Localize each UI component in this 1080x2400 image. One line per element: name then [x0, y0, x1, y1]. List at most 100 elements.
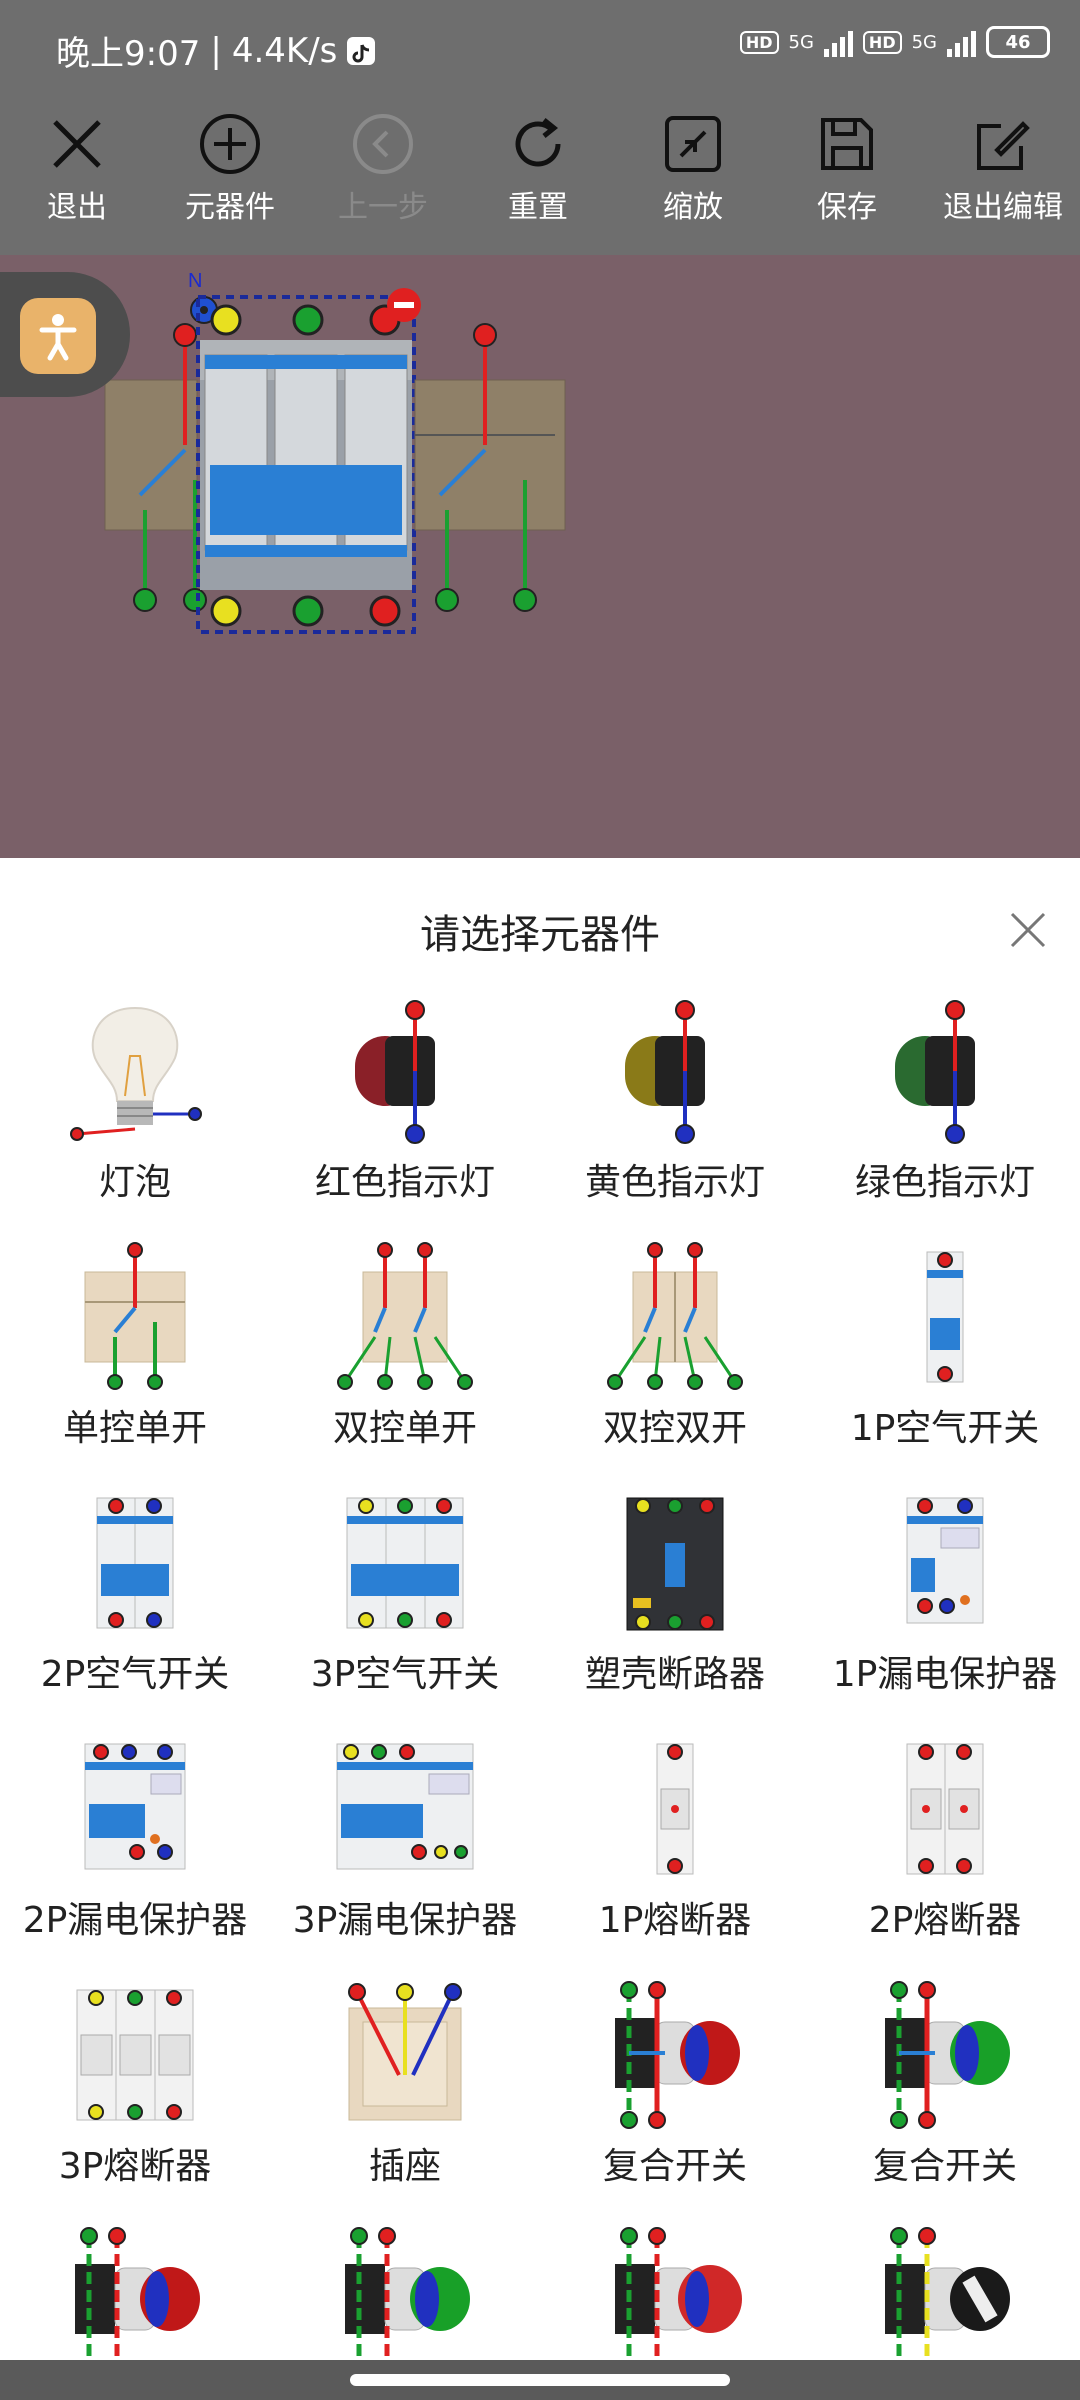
exit-button[interactable]: 退出 — [2, 112, 152, 226]
component-item-mccb[interactable]: 塑壳断路器 — [540, 1488, 810, 1734]
circuit-drawing: L N — [70, 270, 566, 634]
hd-badge-2: HD — [862, 30, 902, 54]
fuse-2p-icon — [906, 1743, 984, 1875]
save-icon — [821, 118, 873, 170]
component-item-rcd-1p[interactable]: 1P漏电保护器 — [810, 1488, 1080, 1734]
component-name: 单控单开 — [62, 1408, 207, 1449]
yellow-indicator-icon — [625, 1000, 705, 1144]
accessibility-float[interactable] — [0, 272, 130, 397]
refresh-icon — [515, 118, 561, 167]
component-item-rcd-3p[interactable]: 3P漏电保护器 — [270, 1734, 540, 1980]
bulb-icon — [70, 1006, 202, 1141]
emergency-stop-icon — [615, 2227, 742, 2356]
component-item-compound-switch-red[interactable]: 复合开关 — [540, 1980, 810, 2226]
back-circle-icon — [353, 114, 413, 174]
component-item-compound-switch-green[interactable]: 复合开关 — [810, 1980, 1080, 2226]
component-item-fuse-3p[interactable]: 3P熔断器 — [0, 1980, 270, 2226]
component-item-socket[interactable]: 插座 — [270, 1980, 540, 2226]
component-item-two-way-double[interactable]: 双控双开 — [540, 1242, 810, 1488]
mccb-icon — [626, 1497, 724, 1631]
component-item-bulb[interactable]: 灯泡 — [0, 996, 270, 1242]
component-name: 红色指示灯 — [314, 1162, 495, 1203]
exit-edit-label: 退出编辑 — [943, 190, 1063, 225]
single-switch-icon — [84, 1242, 186, 1390]
toolbar: 退出 元器件 上一步 重置 缩放 保存 退出编辑 — [0, 100, 1080, 255]
accessibility-icon[interactable] — [20, 298, 96, 374]
status-speed: 4.4K/s — [231, 30, 338, 71]
component-item-green-indicator[interactable]: 绿色指示灯 — [810, 996, 1080, 1242]
component-item-partial-1[interactable] — [0, 2226, 270, 2356]
component-item-partial-3[interactable] — [540, 2226, 810, 2356]
socket-icon — [348, 1983, 462, 2121]
component-item-partial-4[interactable] — [810, 2226, 1080, 2356]
selected-3p-breaker[interactable] — [196, 288, 421, 634]
battery-icon: 46 — [986, 26, 1050, 58]
reset-button[interactable]: 重置 — [463, 112, 613, 226]
exit-edit-button[interactable]: 退出编辑 — [928, 112, 1078, 226]
component-name: 灯泡 — [98, 1162, 171, 1203]
status-bar: 晚上9:07 | 4.4K/s HD 5G HD 5G 46 — [0, 0, 1080, 100]
signal-icon-2 — [947, 27, 976, 57]
component-item-breaker-2p[interactable]: 2P空气开关 — [0, 1488, 270, 1734]
component-name: 3P空气开关 — [310, 1654, 500, 1695]
edit-icon — [977, 121, 1030, 170]
zoom-button[interactable]: 缩放 — [618, 112, 768, 226]
circuit-canvas[interactable]: L N — [0, 255, 1080, 858]
component-name: 1P熔断器 — [598, 1900, 752, 1941]
pushbutton-red-icon — [75, 2227, 200, 2356]
component-name: 3P漏电保护器 — [292, 1900, 518, 1941]
close-icon[interactable] — [1006, 908, 1050, 952]
red-indicator-icon — [355, 1000, 435, 1144]
component-name: 2P熔断器 — [868, 1900, 1022, 1941]
fuse-3p-icon — [76, 1989, 194, 2121]
component-item-partial-2[interactable] — [270, 2226, 540, 2356]
component-name: 1P漏电保护器 — [832, 1654, 1058, 1695]
component-item-single-switch[interactable]: 单控单开 — [0, 1242, 270, 1488]
undo-label: 上一步 — [338, 190, 428, 225]
component-name: 黄色指示灯 — [584, 1162, 765, 1203]
component-item-breaker-3p[interactable]: 3P空气开关 — [270, 1488, 540, 1734]
network-type-2: 5G — [911, 31, 937, 53]
pushbutton-green-icon — [345, 2227, 470, 2356]
components-button[interactable]: 元器件 — [155, 112, 305, 226]
status-separator: | — [210, 30, 222, 71]
breaker-2p-icon — [96, 1497, 174, 1629]
status-left: 晚上9:07 | 4.4K/s — [56, 26, 376, 75]
right-switch[interactable] — [414, 323, 566, 612]
zoom-icon — [665, 116, 721, 172]
fuse-1p-icon — [656, 1743, 694, 1875]
component-name: 双控双开 — [602, 1408, 747, 1449]
component-item-two-way-single[interactable]: 双控单开 — [270, 1242, 540, 1488]
rcd-1p-icon — [906, 1497, 984, 1624]
hd-badge-1: HD — [739, 30, 779, 54]
status-right: HD 5G HD 5G 46 — [739, 26, 1050, 58]
network-type-1: 5G — [788, 31, 814, 53]
compound-switch-red-icon — [615, 1981, 740, 2129]
component-item-fuse-1p[interactable]: 1P熔断器 — [540, 1734, 810, 1980]
component-name: 1P空气开关 — [850, 1408, 1040, 1449]
close-icon — [53, 120, 101, 168]
save-button[interactable]: 保存 — [772, 112, 922, 226]
component-item-breaker-1p[interactable]: 1P空气开关 — [810, 1242, 1080, 1488]
component-name: 塑壳断路器 — [584, 1654, 765, 1695]
component-item-yellow-indicator[interactable]: 黄色指示灯 — [540, 996, 810, 1242]
selector-switch-icon — [885, 2227, 1010, 2356]
compound-switch-green-icon — [885, 1981, 1010, 2129]
component-item-rcd-2p[interactable]: 2P漏电保护器 — [0, 1734, 270, 1980]
component-name: 2P空气开关 — [40, 1654, 230, 1695]
zoom-label: 缩放 — [663, 190, 723, 225]
component-name: 插座 — [368, 2146, 441, 2187]
reset-label: 重置 — [508, 190, 568, 225]
left-switch[interactable] — [104, 323, 207, 612]
component-item-fuse-2p[interactable]: 2P熔断器 — [810, 1734, 1080, 1980]
terminal-n-label: N — [188, 270, 202, 292]
undo-button[interactable]: 上一步 — [308, 112, 458, 226]
breaker-1p-icon — [926, 1251, 964, 1383]
save-label: 保存 — [817, 190, 877, 225]
component-item-red-indicator[interactable]: 红色指示灯 — [270, 996, 540, 1242]
component-name: 双控单开 — [332, 1408, 477, 1449]
home-indicator[interactable] — [350, 2374, 730, 2386]
component-name: 复合开关 — [872, 2146, 1017, 2187]
exit-label: 退出 — [47, 190, 107, 225]
add-circle-icon — [200, 114, 260, 174]
